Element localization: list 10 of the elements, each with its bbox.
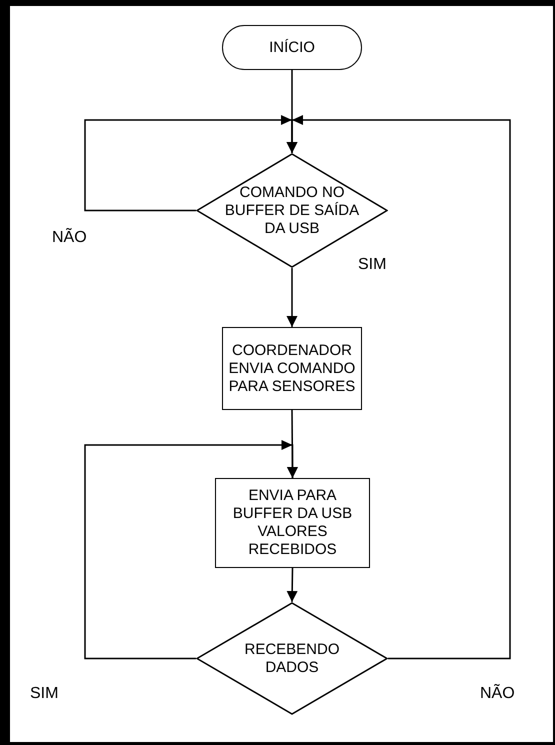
node-text: ENVIA PARA BUFFER DA USB VALORES RECEBIDOS xyxy=(232,487,354,559)
node-text: COORDENADOR ENVIA COMANDO PARA SENSORES xyxy=(228,342,356,396)
terminal-box xyxy=(222,25,362,70)
node-text: RECEBENDO DADOS xyxy=(243,640,341,676)
process-box xyxy=(215,478,370,568)
decision-diamond xyxy=(196,602,388,715)
decision-diamond xyxy=(196,153,388,268)
process-box xyxy=(222,327,362,410)
node-text: COMANDO NO BUFFER DE SAÍDA DA USB xyxy=(224,184,360,238)
node-text: INÍCIO xyxy=(268,38,316,56)
